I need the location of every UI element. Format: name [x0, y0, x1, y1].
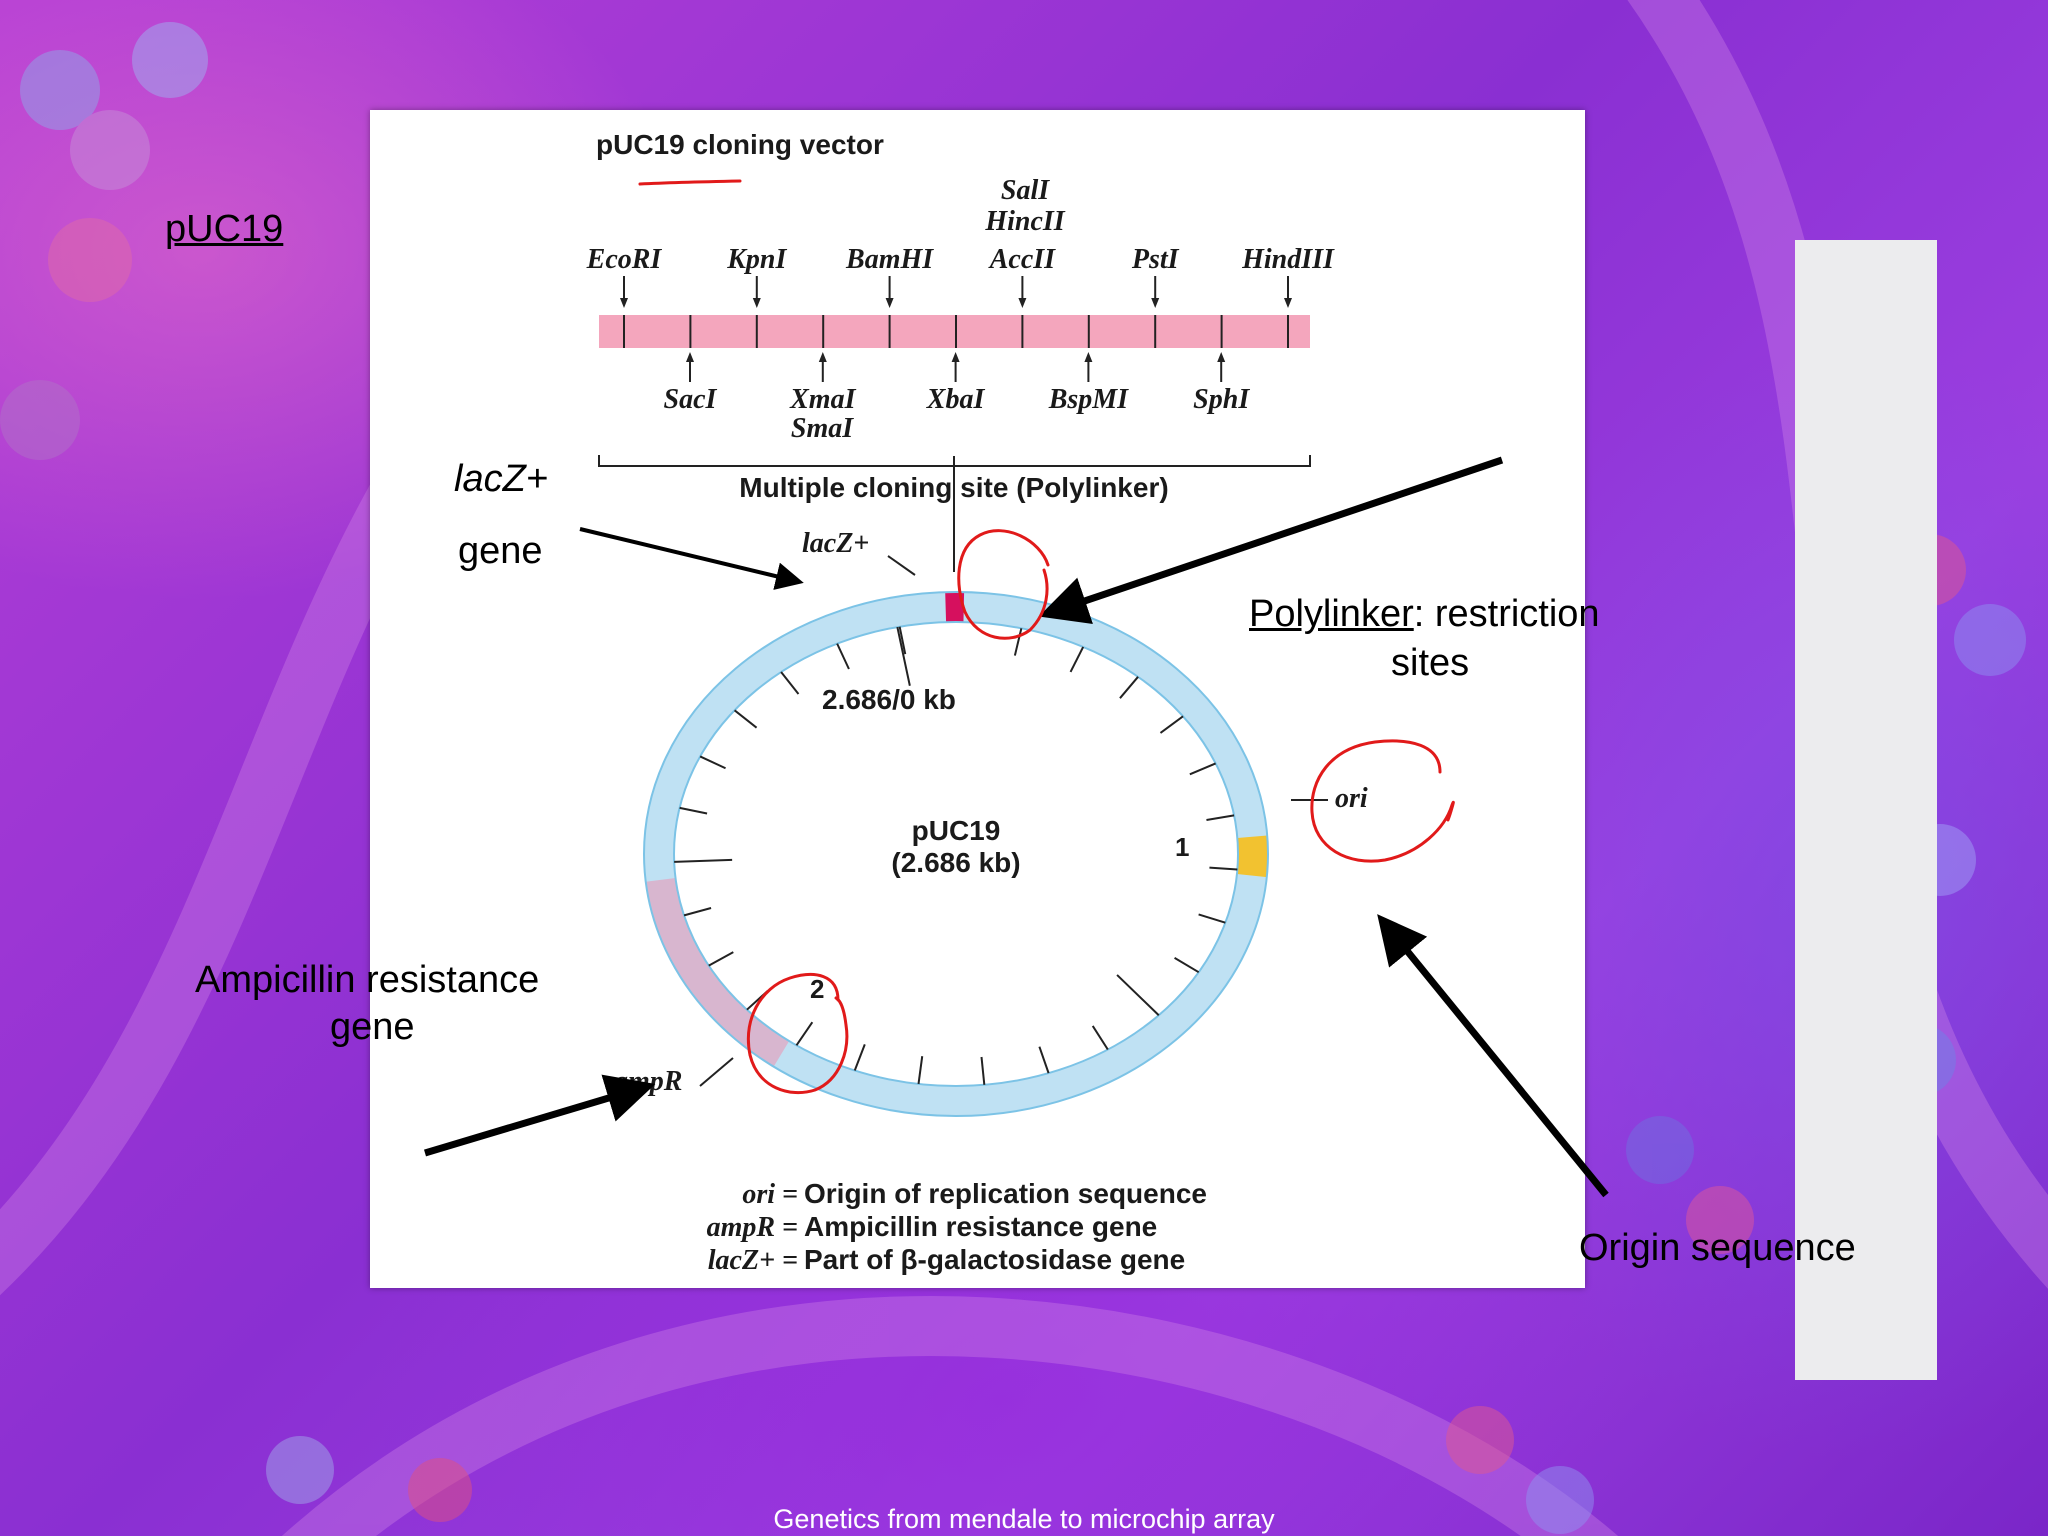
annotation-origin-sequence: Origin sequence [1579, 1227, 1856, 1269]
site-label-top: KpnI [726, 244, 787, 275]
ring-ori-segment [1236, 835, 1268, 878]
ring-tick [679, 806, 708, 815]
lacz-label: lacZ+ [802, 528, 869, 559]
plasmid-name: pUC19 [912, 815, 1001, 846]
ring-tick [683, 907, 712, 917]
site-arrowhead [620, 298, 628, 308]
plasmid-size: (2.686 kb) [891, 847, 1020, 878]
ring-tick [1038, 1046, 1050, 1074]
site-label-bottom: SphI [1193, 384, 1250, 415]
origin-tick-label: 2.686/0 kb [822, 684, 956, 715]
diagram-title: pUC19 cloning vector [596, 129, 884, 160]
site-arrowhead [752, 298, 761, 308]
site-arrowhead [686, 352, 694, 362]
site-label-top: BamHI [845, 244, 934, 275]
ring-backbone [643, 592, 1268, 1116]
ring-tick [1013, 628, 1023, 656]
ring-tick [1209, 866, 1238, 871]
panel-side-strip [1795, 240, 1937, 1380]
ring-tick [674, 858, 733, 863]
ring-tick [917, 1056, 924, 1085]
legend-term-lacz: lacZ+ = [708, 1245, 798, 1276]
ring-tick [853, 1044, 866, 1071]
annotation-polylinker: Polylinker: restriction [1249, 593, 1600, 636]
annotation-amp-line1: Ampicillin resistance [195, 959, 540, 1001]
ring-tick [1091, 1025, 1109, 1051]
site-label-top: AccII [988, 244, 1056, 275]
lacz-label-text: lacZ+ [802, 528, 869, 559]
site-arrowhead [1084, 352, 1093, 362]
ring-tick [1206, 814, 1235, 822]
ring-tick [1119, 676, 1139, 699]
ring-tick [836, 643, 850, 670]
ring-tick [1069, 646, 1085, 673]
legend-desc-amp: Ampicillin resistance gene [804, 1211, 1157, 1242]
legend: ori = Origin of replication sequence amp… [707, 1178, 1207, 1276]
mcs-bar [599, 315, 1310, 348]
site-arrowhead [951, 352, 960, 362]
ring-tick [746, 990, 769, 1011]
legend-term-amp: ampR = [707, 1212, 798, 1243]
ring-tick [733, 709, 758, 729]
ring-tick [780, 671, 800, 695]
site-label-hincii: HincII [984, 206, 1065, 237]
ring-inner-edge [673, 621, 1239, 1087]
amp-label: ampR [614, 1066, 682, 1097]
site-arrowhead [1151, 298, 1160, 308]
tick-label-1: 1 [1175, 832, 1189, 862]
lacz-leader [887, 555, 916, 576]
footer-text: Genetics from mendale to microchip array [773, 1504, 1275, 1534]
site-label-top: PstI [1131, 244, 1180, 275]
annotation-lacz-line2: gene [458, 530, 543, 572]
ring-tick [795, 1021, 814, 1046]
annotation-polylinker-rest: : restriction [1413, 593, 1600, 635]
site-arrowhead [818, 352, 827, 362]
plasmid-diagram-panel: pUC19 cloning vector EcoRI KpnI BamHI AccII… [370, 110, 1937, 1380]
annotation-amp-line2: gene [330, 1006, 415, 1048]
site-label-bottom: BspMI [1048, 384, 1129, 415]
ring-tick-origin [896, 626, 911, 686]
site-label-top: EcoRI [586, 244, 663, 275]
site-arrowhead [1217, 352, 1226, 362]
annotation-polylinker-line2: sites [1391, 642, 1470, 684]
ring-tick [1198, 913, 1226, 924]
legend-desc-lacz: Part of β-galactosidase gene [804, 1244, 1185, 1275]
ring-tick [699, 755, 726, 770]
plasmid-map-svg: pUC19 cloning vector EcoRI KpnI BamHI AccII… [586, 129, 1368, 1276]
ring-tick [1174, 957, 1200, 974]
site-label-bottom: XmaI [789, 384, 856, 415]
tick-label-2: 2 [810, 974, 824, 1004]
site-label-top: HindIII [1241, 244, 1335, 275]
ring-tick [1189, 762, 1217, 776]
ring-outer-edge [643, 591, 1269, 1117]
topic-link-puc19[interactable]: pUC19 [165, 208, 284, 250]
ring-tick [708, 951, 734, 967]
site-label-bottom: SacI [664, 384, 718, 415]
annotation-lacz-line1: lacZ+ [454, 458, 548, 500]
site-arrowhead [1284, 298, 1292, 308]
amp-leader [699, 1057, 734, 1087]
site-arrowhead [885, 298, 894, 308]
legend-term-ori: ori = [742, 1179, 798, 1210]
ring-tick [898, 626, 907, 655]
mcs-bracket [598, 455, 1311, 467]
site-label-smai: SmaI [791, 413, 854, 444]
ori-label: ori [1335, 783, 1368, 814]
site-label-bottom: XbaI [926, 384, 986, 415]
annotation-polylinker-word: Polylinker [1249, 593, 1414, 635]
site-arrowhead [1018, 298, 1027, 308]
ring-tick [1116, 974, 1160, 1016]
ring-tick [980, 1056, 986, 1085]
site-label-sali: SalI [1001, 175, 1050, 206]
ring-tick [1159, 715, 1184, 734]
legend-desc-ori: Origin of replication sequence [804, 1178, 1207, 1209]
